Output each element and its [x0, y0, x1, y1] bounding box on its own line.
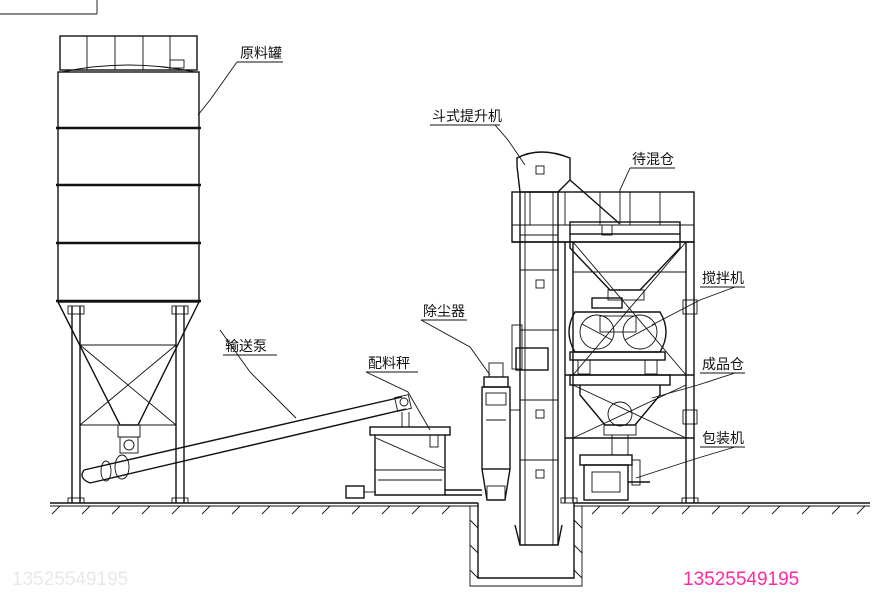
label-silo: 原料罐 [240, 46, 282, 62]
leader-lines [197, 61, 745, 479]
label-bucket-elevator: 斗式提升机 [432, 109, 502, 125]
ground-line [50, 502, 870, 515]
screw-conveyor [81, 394, 412, 484]
label-dust-collector: 除尘器 [423, 304, 465, 320]
packing-machine [579, 454, 650, 501]
waiting-bin [569, 221, 681, 301]
label-mixer: 搅拌机 [702, 271, 744, 287]
mixer [568, 297, 667, 375]
raw-material-silo [56, 35, 201, 504]
label-packing-machine: 包装机 [702, 431, 744, 447]
phone-watermark-left: 13525549195 [12, 569, 128, 590]
support-frame [560, 241, 699, 504]
phone-watermark-right: 13525549195 [683, 569, 799, 590]
dust-collector [481, 362, 520, 501]
label-waiting-bin: 待混仓 [632, 152, 674, 168]
elevator-pit [469, 503, 583, 587]
label-product-bin: 成品仓 [702, 357, 744, 373]
bucket-elevator [511, 151, 621, 546]
label-batching-scale: 配料秤 [368, 356, 410, 372]
upper-platform [511, 191, 695, 243]
product-bin [569, 374, 671, 455]
title-block-corner [0, 0, 98, 15]
batching-scale [345, 412, 482, 499]
label-conveyor-pump: 输送泵 [225, 339, 267, 355]
